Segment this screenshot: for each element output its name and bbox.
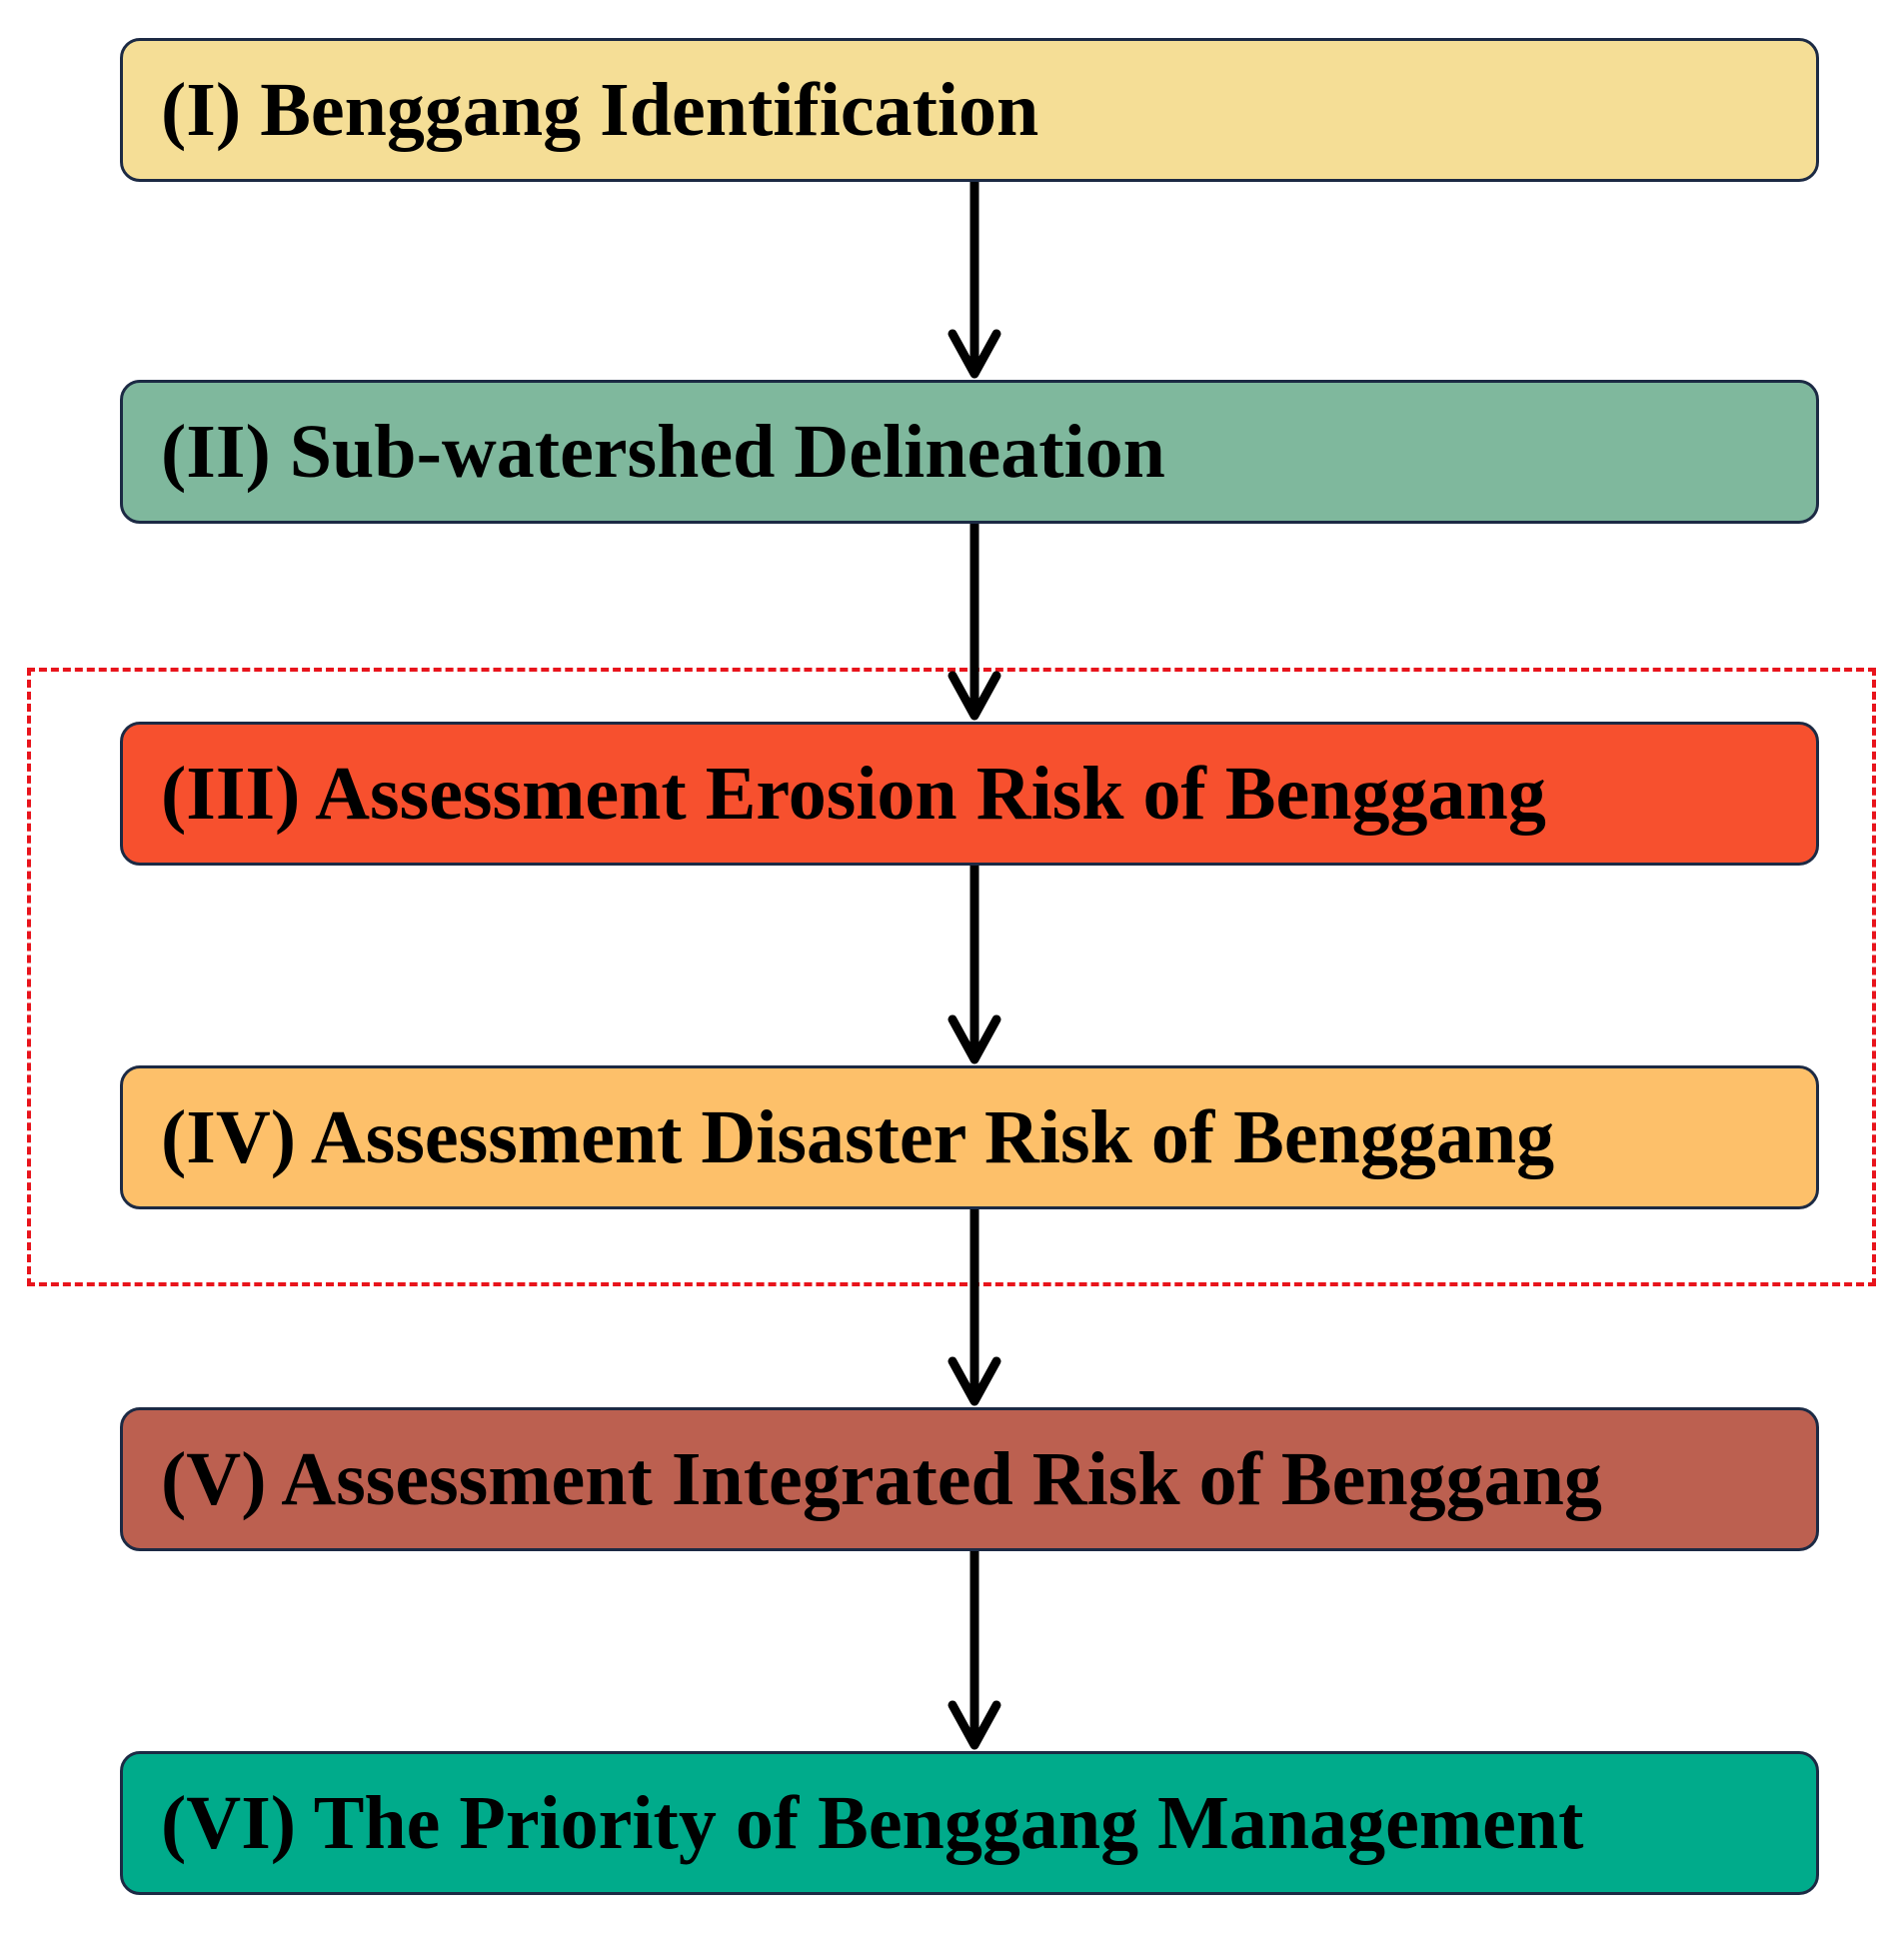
arrow-head	[948, 1014, 1001, 1064]
arrow-1-to-2	[948, 182, 1001, 379]
step-label-5: (V) Assessment Integrated Risk of Bengga…	[161, 1437, 1602, 1521]
step-box-3: (III) Assessment Erosion Risk of Benggan…	[120, 722, 1819, 866]
arrow-head	[948, 329, 1001, 379]
arrow-head	[948, 1356, 1001, 1406]
step-box-5: (V) Assessment Integrated Risk of Bengga…	[120, 1407, 1819, 1551]
step-label-1: (I) Benggang Identification	[161, 68, 1039, 152]
step-box-1: (I) Benggang Identification	[120, 38, 1819, 182]
arrow-2-to-3	[948, 524, 1001, 721]
arrow-head	[948, 1700, 1001, 1750]
arrow-3-to-4	[948, 866, 1001, 1064]
step-label-3: (III) Assessment Erosion Risk of Benggan…	[161, 752, 1546, 836]
arrow-4-to-5	[948, 1209, 1001, 1406]
arrow-5-to-6	[948, 1551, 1001, 1750]
step-box-2: (II) Sub-watershed Delineation	[120, 380, 1819, 524]
step-label-4: (IV) Assessment Disaster Risk of Benggan…	[161, 1095, 1555, 1179]
step-label-2: (II) Sub-watershed Delineation	[161, 410, 1165, 494]
step-label-6: (VI) The Priority of Benggang Management	[161, 1781, 1584, 1865]
step-box-4: (IV) Assessment Disaster Risk of Benggan…	[120, 1065, 1819, 1209]
arrow-head	[948, 671, 1001, 721]
step-box-6: (VI) The Priority of Benggang Management	[120, 1751, 1819, 1895]
